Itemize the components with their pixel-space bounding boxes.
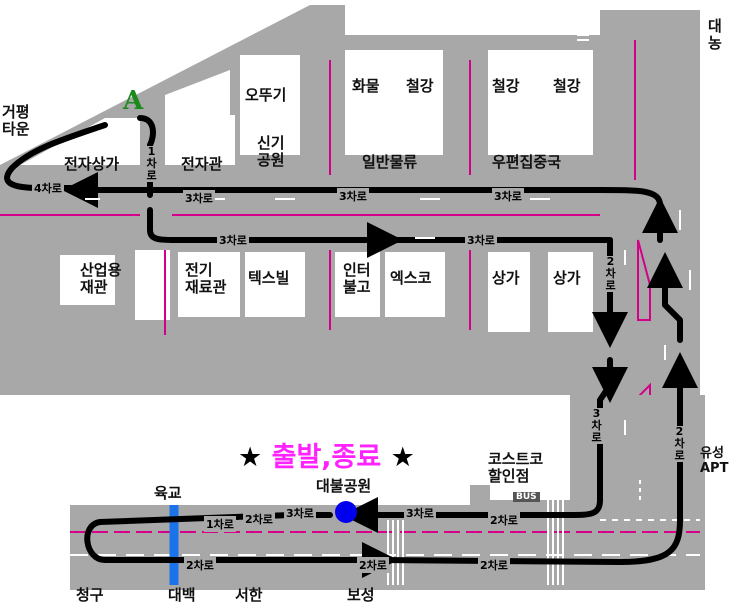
place-saneopyong-jaegwan: 산업용 재관 [80, 261, 122, 297]
place-tekseubil: 텍스빌 [248, 269, 290, 287]
crosswalk-top [577, 14, 589, 41]
place-ekseuko: 엑스코 [390, 269, 432, 287]
lane-label-4: 4차로 [32, 180, 64, 196]
route [4, 115, 698, 578]
lane-label-2-bottom-b: 2차로 [488, 512, 520, 528]
place-daebul-park: 대불공원 [316, 477, 372, 495]
place-upyeonjip-junggguk: 우편집중국 [492, 153, 562, 171]
place-jeongi-jaeryogwan: 전기 재료관 [185, 261, 227, 297]
place-ottogi: 오뚜기 [245, 86, 287, 104]
marker-a: A [123, 86, 144, 116]
lane-label-3-c: 3차로 [492, 188, 524, 204]
place-yukgyo: 육교 [154, 484, 182, 502]
lane-label-1-bottom: 1차로 [204, 516, 236, 532]
star-right-icon: ★ [390, 442, 415, 473]
star-left-icon: ★ [238, 442, 263, 473]
place-cheolgang-3: 철강 [553, 77, 581, 95]
lane-label-3-d: 3차로 [217, 232, 249, 248]
lane-label-2-bottom-d: 2차로 [357, 557, 389, 573]
lane-label-1-vertical: 1차로 [145, 145, 158, 182]
lane-label-2-bottom-a: 2차로 [243, 511, 275, 527]
lane-label-3-b: 3차로 [337, 188, 369, 204]
place-daebaek: 대백 [168, 586, 196, 604]
place-ilban-mulryu: 일반물류 [362, 153, 418, 171]
place-geopyeong-town: 거평 타운 [2, 103, 30, 139]
place-boseong: 보성 [347, 586, 375, 604]
place-cheonggu: 청구 [76, 586, 104, 604]
place-yuseong-apt: 유성 APT [700, 446, 729, 476]
place-seohan: 서한 [235, 586, 263, 604]
lane-label-2-bottom-e: 2차로 [478, 557, 510, 573]
lane-label-2-vertical-a: 2차로 [604, 255, 617, 292]
medians [0, 40, 636, 335]
place-hwamul: 화물 [352, 77, 380, 95]
place-sangga-2: 상가 [553, 269, 581, 287]
place-singi-gongwon: 신기 공원 [257, 134, 285, 170]
place-cheolgang-1: 철강 [406, 77, 434, 95]
lane-label-3-bottom-b: 3차로 [404, 505, 436, 521]
start-end-title: ★ 출발,종료 ★ [238, 435, 415, 474]
lane-label-3-e: 3차로 [465, 232, 497, 248]
start-end-dot [335, 501, 357, 523]
lane-label-2-vertical-b: 2차로 [673, 425, 686, 462]
median-island [637, 239, 651, 321]
lane-label-3-vertical: 3차로 [590, 407, 603, 444]
place-daenong: 대 농 [708, 17, 722, 53]
city-blocks [20, 50, 739, 485]
lane-label-3-a: 3차로 [183, 190, 215, 206]
place-sangga-1: 상가 [492, 269, 520, 287]
lane-label-3-bottom-a: 3차로 [284, 505, 316, 521]
start-end-text: 출발,종료 [271, 442, 382, 473]
place-jeonjagwan: 전자관 [181, 155, 223, 173]
place-inter-bulgo: 인터 불고 [343, 261, 371, 297]
place-costco: 코스트코 할인점 [488, 450, 544, 486]
place-jeonja-sangga: 전자상가 [64, 155, 120, 173]
bus-stop-sign: BUS [513, 492, 540, 502]
lane-label-2-bottom-c: 2차로 [184, 557, 216, 573]
place-cheolgang-2: 철강 [492, 77, 520, 95]
